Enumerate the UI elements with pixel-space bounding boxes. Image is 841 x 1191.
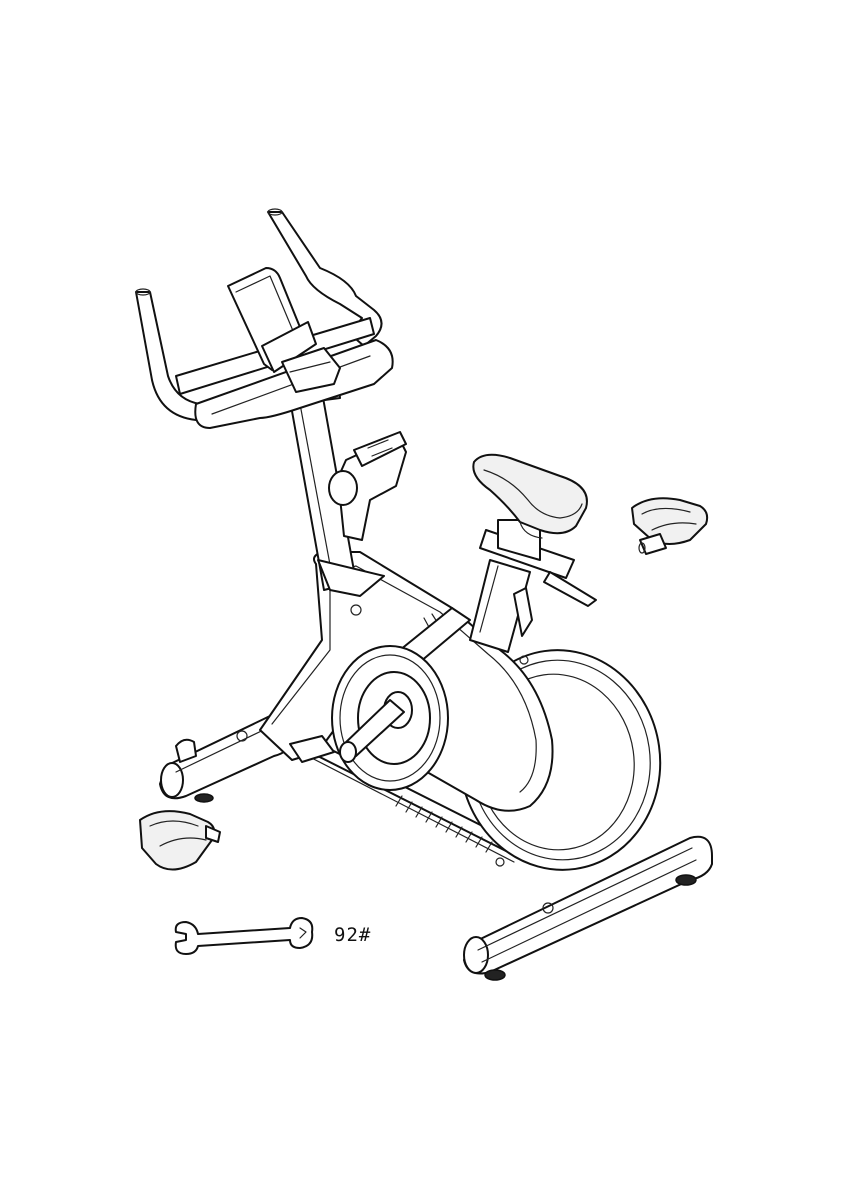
- seat: [473, 455, 587, 538]
- wrench-icon: [176, 918, 313, 954]
- wrench-size-label: 92#: [334, 924, 371, 946]
- seat-post: [470, 520, 596, 652]
- pedal-right: [632, 498, 707, 554]
- pedal-left: [140, 811, 220, 869]
